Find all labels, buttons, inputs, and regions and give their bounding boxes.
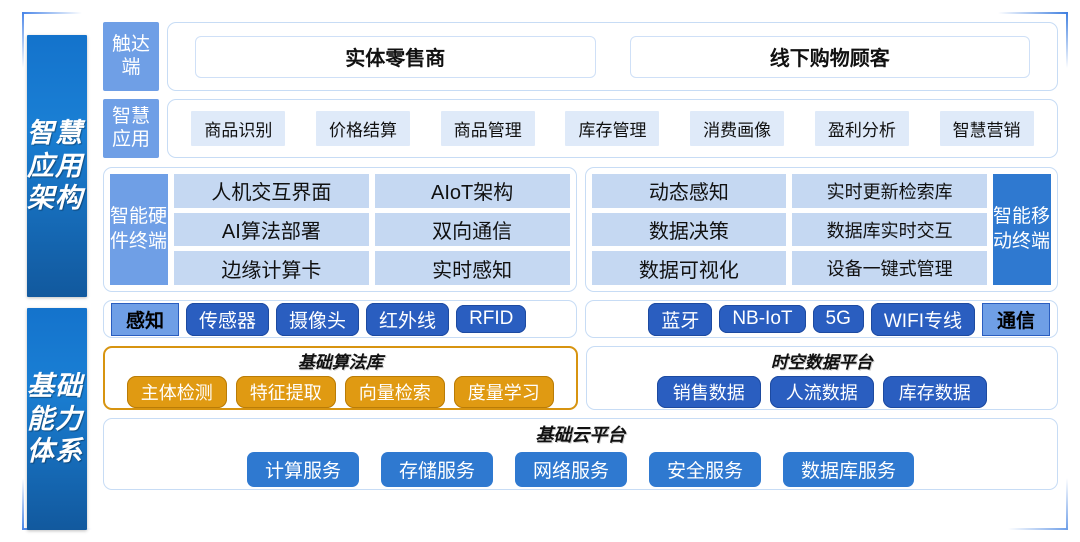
hardware-column-2: AIoT架构 双向通信 实时感知 <box>374 174 570 286</box>
app-chip[interactable]: 库存管理 <box>565 111 660 146</box>
architecture-content: 触达端 实体零售商 线下购物顾客 智慧应用 商品识别 价格结算 商品管理 库存管… <box>103 22 1058 490</box>
mobile-column-1: 动态感知 数据决策 数据可视化 <box>591 174 787 286</box>
perception-tag: 感知 <box>111 302 180 336</box>
band-label: 基础能力体系 <box>27 370 83 467</box>
data-platform-item[interactable]: 库存数据 <box>882 376 987 408</box>
hardware-terminal-block: 智能硬件终端 人机交互界面 AI算法部署 边缘计算卡 AIoT架构 双向通信 实… <box>103 167 577 292</box>
perception-block: 感知 传感器 摄像头 红外线 RFID <box>103 300 577 338</box>
algorithm-item[interactable]: 主体检测 <box>126 376 227 408</box>
data-platform-item[interactable]: 人流数据 <box>769 376 874 408</box>
band-label: 智慧应用架构 <box>27 117 83 214</box>
algorithm-items: 主体检测 特征提取 向量检索 度量学习 <box>113 376 568 408</box>
perception-item[interactable]: 传感器 <box>186 302 270 336</box>
communication-tag: 通信 <box>981 302 1050 336</box>
app-chip[interactable]: 商品管理 <box>440 111 535 146</box>
hardware-item[interactable]: 边缘计算卡 <box>174 251 369 286</box>
row-algorithm-data: 基础算法库 主体检测 特征提取 向量检索 度量学习 时空数据平台 销售数据 人流… <box>103 346 1058 410</box>
communication-block: 蓝牙 NB-IoT 5G WIFI专线 通信 <box>584 300 1058 338</box>
communication-item[interactable]: NB-IoT <box>719 305 806 333</box>
cloud-item[interactable]: 计算服务 <box>246 452 359 487</box>
mobile-column-2: 实时更新检索库 数据库实时交互 设备一键式管理 <box>792 174 987 286</box>
data-platform-items: 销售数据 人流数据 库存数据 <box>595 376 1050 408</box>
smart-applications-panel: 商品识别 价格结算 商品管理 库存管理 消费画像 盈利分析 智慧营销 <box>167 99 1058 158</box>
row-tag-touch-end: 触达端 <box>103 22 159 91</box>
mobile-item[interactable]: 数据决策 <box>591 212 787 247</box>
cloud-item[interactable]: 网络服务 <box>514 452 627 487</box>
touch-end-item-retailer[interactable]: 实体零售商 <box>195 35 596 78</box>
mobile-terminal-block: 动态感知 数据决策 数据可视化 实时更新检索库 数据库实时交互 设备一键式管理 … <box>584 167 1058 292</box>
perception-item[interactable]: 摄像头 <box>276 302 360 336</box>
data-platform-title: 时空数据平台 <box>770 353 873 372</box>
cloud-platform-items: 计算服务 存储服务 网络服务 安全服务 数据库服务 <box>104 452 1057 487</box>
mobile-item[interactable]: 数据库实时交互 <box>792 212 987 247</box>
mobile-item[interactable]: 设备一键式管理 <box>792 251 987 286</box>
communication-item[interactable]: 蓝牙 <box>648 302 713 336</box>
hardware-column-1: 人机交互界面 AI算法部署 边缘计算卡 <box>174 174 369 286</box>
row-touch-end: 触达端 实体零售商 线下购物顾客 <box>103 22 1058 91</box>
algorithm-library-title: 基础算法库 <box>297 353 383 372</box>
app-chip[interactable]: 智慧营销 <box>939 111 1034 146</box>
communication-item[interactable]: WIFI专线 <box>870 302 975 336</box>
band-smart-application-architecture: 智慧应用架构 <box>27 35 87 297</box>
mobile-item[interactable]: 动态感知 <box>591 174 787 208</box>
algorithm-item[interactable]: 度量学习 <box>453 376 554 408</box>
algorithm-library-block: 基础算法库 主体检测 特征提取 向量检索 度量学习 <box>103 346 578 410</box>
hardware-item[interactable]: 人机交互界面 <box>174 174 369 208</box>
app-chip[interactable]: 消费画像 <box>690 111 785 146</box>
algorithm-item[interactable]: 向量检索 <box>344 376 445 408</box>
cloud-platform-block: 基础云平台 计算服务 存储服务 网络服务 安全服务 数据库服务 <box>103 418 1058 490</box>
app-chip[interactable]: 盈利分析 <box>814 111 909 146</box>
row-tag-smart-applications: 智慧应用 <box>103 99 159 158</box>
data-platform-block: 时空数据平台 销售数据 人流数据 库存数据 <box>585 346 1058 410</box>
mobile-item[interactable]: 数据可视化 <box>591 251 787 286</box>
band-foundation-capability-system: 基础能力体系 <box>27 308 87 530</box>
cloud-item[interactable]: 数据库服务 <box>783 452 915 487</box>
mobile-item[interactable]: 实时更新检索库 <box>792 174 987 208</box>
cloud-item[interactable]: 安全服务 <box>649 452 762 487</box>
hardware-item[interactable]: AIoT架构 <box>374 174 570 208</box>
algorithm-item[interactable]: 特征提取 <box>235 376 336 408</box>
row-terminals: 智能硬件终端 人机交互界面 AI算法部署 边缘计算卡 AIoT架构 双向通信 实… <box>103 167 1058 292</box>
row-smart-applications: 智慧应用 商品识别 价格结算 商品管理 库存管理 消费画像 盈利分析 智慧营销 <box>103 99 1058 158</box>
cloud-platform-title: 基础云平台 <box>535 425 626 445</box>
app-chip[interactable]: 价格结算 <box>316 111 411 146</box>
data-platform-item[interactable]: 销售数据 <box>656 376 761 408</box>
row-perception-communication: 感知 传感器 摄像头 红外线 RFID 蓝牙 NB-IoT 5G WIFI专线 … <box>103 300 1058 338</box>
hardware-item[interactable]: 双向通信 <box>374 212 570 247</box>
perception-item[interactable]: RFID <box>456 305 527 333</box>
perception-item[interactable]: 红外线 <box>366 302 450 336</box>
block-tag-hardware-terminal: 智能硬件终端 <box>110 174 168 285</box>
touch-end-item-customer[interactable]: 线下购物顾客 <box>629 35 1030 78</box>
hardware-item[interactable]: 实时感知 <box>374 251 570 286</box>
cloud-item[interactable]: 存储服务 <box>380 452 493 487</box>
hardware-item[interactable]: AI算法部署 <box>174 212 369 247</box>
block-tag-mobile-terminal: 智能移动终端 <box>993 174 1051 285</box>
touch-end-panel: 实体零售商 线下购物顾客 <box>167 22 1058 91</box>
app-chip[interactable]: 商品识别 <box>191 111 286 146</box>
communication-item[interactable]: 5G <box>812 305 864 333</box>
